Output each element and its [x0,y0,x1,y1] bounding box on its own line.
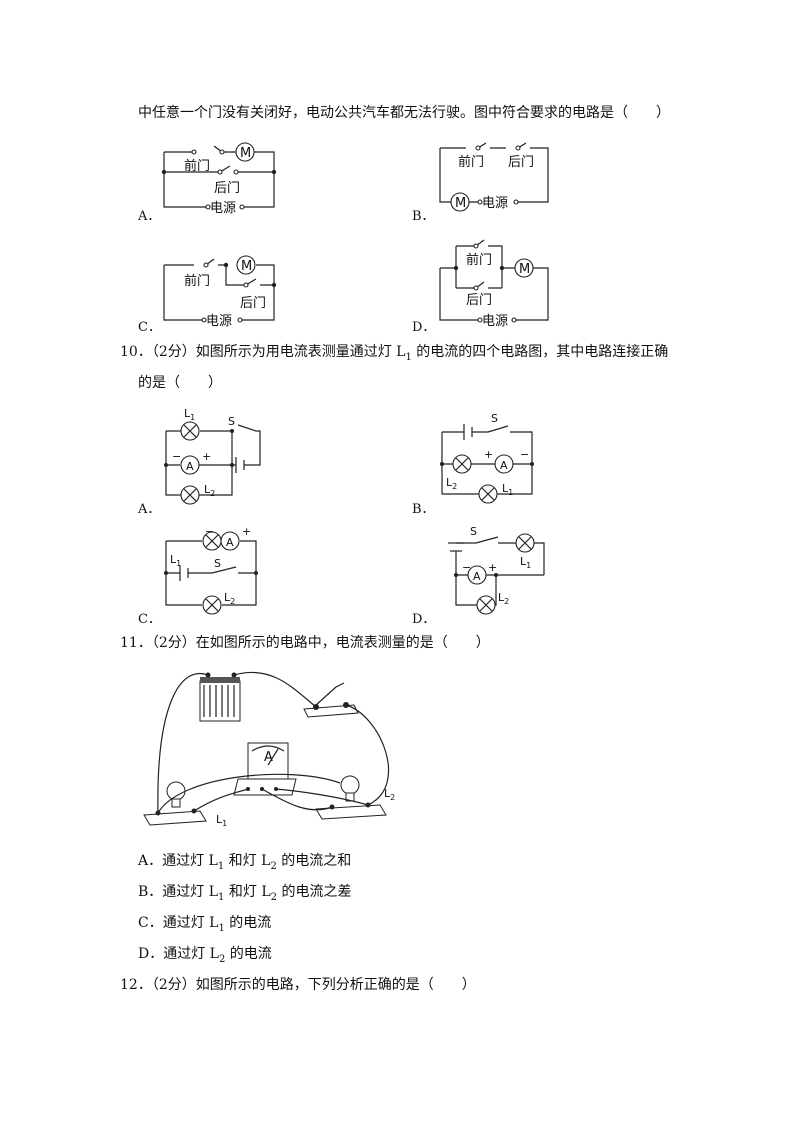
svg-text:L1: L1 [520,555,531,570]
motor-label: M [455,196,466,211]
q9-circuit-b: 前门 后门 M 电源 [439,142,549,212]
motor-label: M [240,146,251,161]
q10-circuit-b: A + − S L2 L1 [440,412,534,504]
svg-text:A: A [264,750,273,765]
motor-label: M [519,262,530,277]
svg-text:−: − [205,525,214,538]
svg-text:+: + [484,448,493,461]
svg-text:+: + [202,450,211,463]
q9-option-a-label: A． [138,209,161,224]
svg-text:S: S [214,557,221,570]
power-label: 电源 [482,196,508,211]
q9-circuit-c: M 前门 后门 电源 [163,255,277,329]
q11-option-d: D．通过灯 L2 的电流 [138,946,272,965]
front-door-label: 前门 [458,154,484,170]
svg-text:S: S [228,415,235,428]
svg-text:L1: L1 [184,407,195,422]
power-label: 电源 [206,314,232,329]
q10-option-d-label: D． [412,612,436,627]
q10-circuit-c: A − + S L1 L2 [164,525,258,615]
bulb-l1-icon [143,781,207,826]
ammeter-icon: A [233,742,297,796]
back-door-label: 后门 [508,155,534,170]
q11-option-b: B．通过灯 L1 和灯 L2 的电流之差 [138,884,352,903]
q9-option-b-label: B． [412,209,435,224]
svg-text:A: A [473,570,481,583]
svg-text:L2: L2 [498,591,509,606]
battery-icon [199,672,241,722]
q9-option-c-label: C． [138,320,161,335]
power-label: 电源 [210,201,236,216]
front-door-label: 前门 [466,252,492,268]
front-door-label: 前门 [184,158,210,174]
back-door-label: 后门 [214,181,240,196]
svg-text:L1: L1 [170,553,181,568]
svg-text:+: + [488,561,497,574]
back-door-label: 后门 [240,296,266,311]
q10-stem-line1: 10．（2分）如图所示为用电流表测量通过灯 L1 的电流的四个电路图，其中电路连… [120,344,669,363]
q11-option-a: A．通过灯 L1 和灯 L2 的电流之和 [138,853,352,872]
q10-option-b-label: B． [412,502,435,517]
bulb-l2-icon [315,775,387,820]
q9-circuit-a: M 前门 后门 电源 [161,142,277,216]
svg-text:S: S [491,412,498,425]
q10-circuit-d: A − + S L1 L2 [448,525,545,615]
svg-text:L1: L1 [502,482,513,497]
q11-stem: 11．（2分）在如图所示的电路中，电流表测量的是（ ） [120,635,490,651]
knife-switch-icon [303,682,359,718]
back-door-label: 后门 [466,293,492,308]
q12-stem: 12．（2分）如图所示的电路，下列分析正确的是（ ） [120,977,476,993]
q9-option-d-label: D． [412,320,436,335]
svg-text:A: A [226,536,234,549]
svg-text:L1: L1 [216,813,227,828]
q10-stem-line2: 的是（ ） [138,375,222,391]
svg-text:−: − [172,450,181,463]
svg-text:−: − [520,448,529,461]
svg-text:L2: L2 [204,483,215,498]
q9-stem-tail: 中任意一个门没有关闭好，电动公共汽车都无法行驶。图中符合要求的电路是（ ） [138,105,670,121]
svg-text:L2: L2 [384,787,395,802]
svg-text:+: + [242,525,251,538]
svg-text:S: S [470,525,477,538]
svg-text:L2: L2 [224,591,235,606]
svg-text:A: A [186,460,194,473]
front-door-label: 前门 [184,273,210,289]
q10-option-a-label: A． [138,502,161,517]
q9-circuit-d: M 前门 后门 电源 [439,239,549,329]
q10-option-c-label: C． [138,612,161,627]
svg-text:L2: L2 [446,476,457,491]
q10-circuit-a: A − + L1 L2 S [164,407,261,505]
q11-physical-circuit-illustration: A L1 L2 [143,671,395,828]
svg-text:A: A [500,459,508,472]
motor-label: M [241,259,252,274]
svg-text:−: − [462,561,471,574]
power-label: 电源 [482,314,508,329]
q11-option-c: C．通过灯 L1 的电流 [138,915,272,934]
